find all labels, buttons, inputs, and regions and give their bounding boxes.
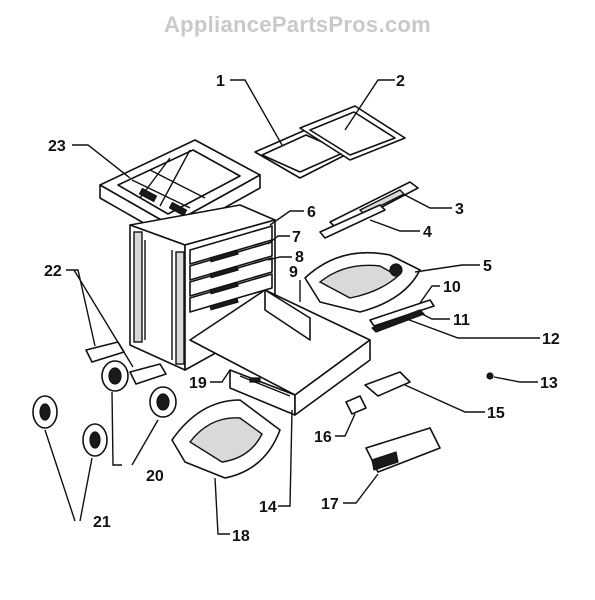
part-15-bracket[interactable] — [364, 371, 411, 397]
part-11-rail[interactable] — [370, 309, 426, 333]
callout-8: 8 — [295, 249, 304, 266]
callout-21: 21 — [93, 514, 111, 531]
callout-1: 1 — [216, 73, 225, 90]
part-17-handle[interactable] — [365, 427, 441, 473]
leader-lines — [44, 79, 540, 535]
part-10-rail[interactable] — [369, 299, 435, 327]
callout-10: 10 — [443, 279, 461, 296]
callout-2: 2 — [396, 73, 405, 90]
part-4-slide[interactable] — [319, 204, 386, 239]
part-18-organizer[interactable] — [171, 399, 281, 479]
callout-6: 6 — [307, 204, 316, 221]
part-16-clip[interactable] — [345, 395, 367, 415]
callout-19: 19 — [189, 375, 207, 392]
callout-9: 9 — [289, 264, 298, 281]
part-13-screw[interactable] — [486, 372, 494, 380]
callout-11: 11 — [453, 312, 470, 329]
callout-23: 23 — [48, 138, 66, 155]
part-2-mat[interactable] — [299, 105, 406, 161]
part-20-casters[interactable] — [101, 360, 177, 418]
callout-labels: 1 2 3 4 5 6 7 8 9 10 11 12 13 14 15 16 1… — [44, 73, 560, 545]
callout-22: 22 — [44, 263, 62, 280]
callout-3: 3 — [455, 201, 464, 218]
callout-20: 20 — [146, 468, 164, 485]
callout-16: 16 — [314, 429, 332, 446]
callout-13: 13 — [540, 375, 558, 392]
callout-7: 7 — [292, 229, 301, 246]
part-5-organizer[interactable] — [304, 251, 421, 313]
watermark: AppliancePartsPros.com — [163, 12, 432, 37]
part-21-casters[interactable] — [32, 395, 108, 457]
callout-15: 15 — [487, 405, 505, 422]
callout-14: 14 — [259, 499, 277, 516]
callout-17: 17 — [321, 496, 339, 513]
callout-5: 5 — [483, 258, 492, 275]
callout-4: 4 — [423, 224, 432, 241]
callout-12: 12 — [542, 331, 560, 348]
part-14-large-drawer[interactable] — [189, 289, 371, 416]
callout-18: 18 — [232, 528, 250, 545]
